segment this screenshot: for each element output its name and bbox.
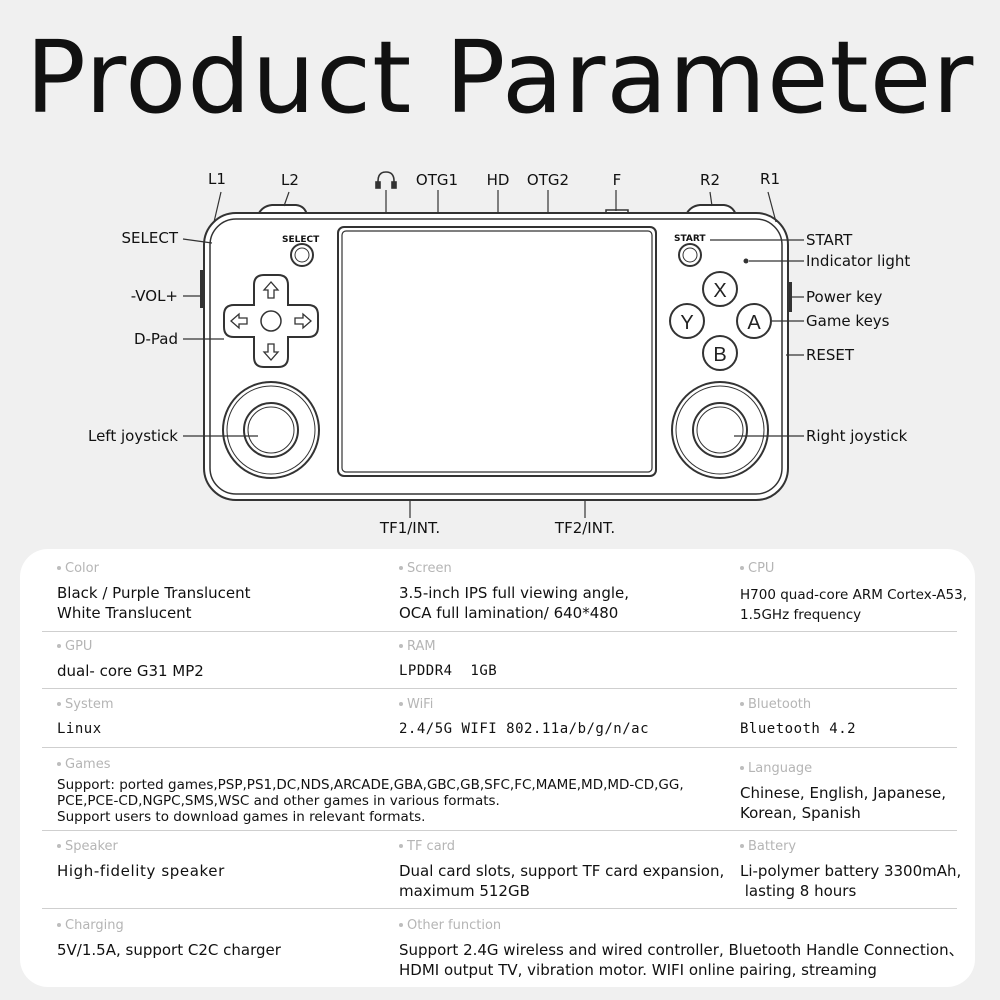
spec-row: Speaker High-fidelity speaker TF card Du… (42, 839, 961, 909)
label-power-key: Power key (806, 288, 883, 306)
spec-ram: RAM LPDDR4 1GB (399, 639, 498, 679)
headphone-icon (375, 171, 397, 189)
label-right-joystick: Right joystick (806, 427, 908, 445)
label-otg2: OTG2 (527, 171, 569, 189)
label-dpad: D-Pad (134, 330, 178, 348)
key-x: X (713, 280, 726, 302)
spec-gpu: GPU dual- core G31 MP2 (57, 639, 204, 680)
spec-screen: Screen 3.5-inch IPS full viewing angle,O… (399, 561, 630, 622)
right-joystick-icon (671, 381, 769, 479)
label-volume: -VOL+ (131, 287, 178, 305)
key-y: Y (680, 312, 693, 334)
spec-row: Games Support: ported games,PSP,PS1,DC,N… (42, 757, 957, 831)
label-f: F (613, 171, 622, 189)
spec-row: System Linux WiFi 2.4/5G WIFI 802.11a/b/… (42, 697, 957, 748)
label-start: START (806, 231, 853, 249)
label-indicator-light: Indicator light (806, 252, 910, 270)
spec-row: Charging 5V/1.5A, support C2C charger Ot… (42, 918, 964, 980)
d-pad-icon (223, 274, 319, 368)
spec-row: GPU dual- core G31 MP2 RAM LPDDR4 1GB (42, 639, 957, 689)
label-game-keys: Game keys (806, 312, 890, 330)
label-otg1: OTG1 (416, 171, 458, 189)
label-hd: HD (487, 171, 510, 189)
spec-bluetooth: Bluetooth Bluetooth 4.2 (740, 697, 857, 737)
label-reset: RESET (806, 346, 855, 364)
label-r2: R2 (700, 171, 720, 189)
printed-start: START (674, 234, 706, 244)
face-buttons: X Y A B (669, 271, 772, 371)
printed-select: SELECT (282, 235, 320, 245)
label-left-joystick: Left joystick (88, 427, 178, 445)
spec-language: Language Chinese, English, Japanese,Kore… (740, 761, 947, 822)
key-a: A (747, 312, 761, 334)
label-select: SELECT (122, 229, 179, 247)
label-l1: L1 (208, 170, 226, 188)
spec-other-function: Other function Support 2.4G wireless and… (399, 918, 964, 979)
spec-tf-card: TF card Dual card slots, support TF card… (399, 839, 725, 900)
spec-wifi: WiFi 2.4/5G WIFI 802.11a/b/g/n/ac (399, 697, 650, 737)
spec-cpu: CPU H700 quad-core ARM Cortex-A53,1.5GHz… (740, 561, 968, 623)
spec-battery: Battery Li-polymer battery 3300mAh, last… (740, 839, 962, 900)
spec-system: System Linux (57, 697, 114, 737)
label-tf1: TF1/INT. (379, 519, 440, 537)
label-r1: R1 (760, 170, 780, 188)
page-title: Product Parameter (25, 19, 975, 136)
left-joystick-icon (222, 381, 320, 479)
spec-games: Games Support: ported games,PSP,PS1,DC,N… (57, 757, 684, 825)
label-tf2: TF2/INT. (554, 519, 615, 537)
spec-charging: Charging 5V/1.5A, support C2C charger (57, 918, 281, 959)
key-b: B (713, 344, 726, 366)
label-l2: L2 (281, 171, 299, 189)
device-diagram: SELECT START X Y A B (88, 170, 910, 537)
spec-speaker: Speaker High-fidelity speaker (57, 839, 225, 880)
